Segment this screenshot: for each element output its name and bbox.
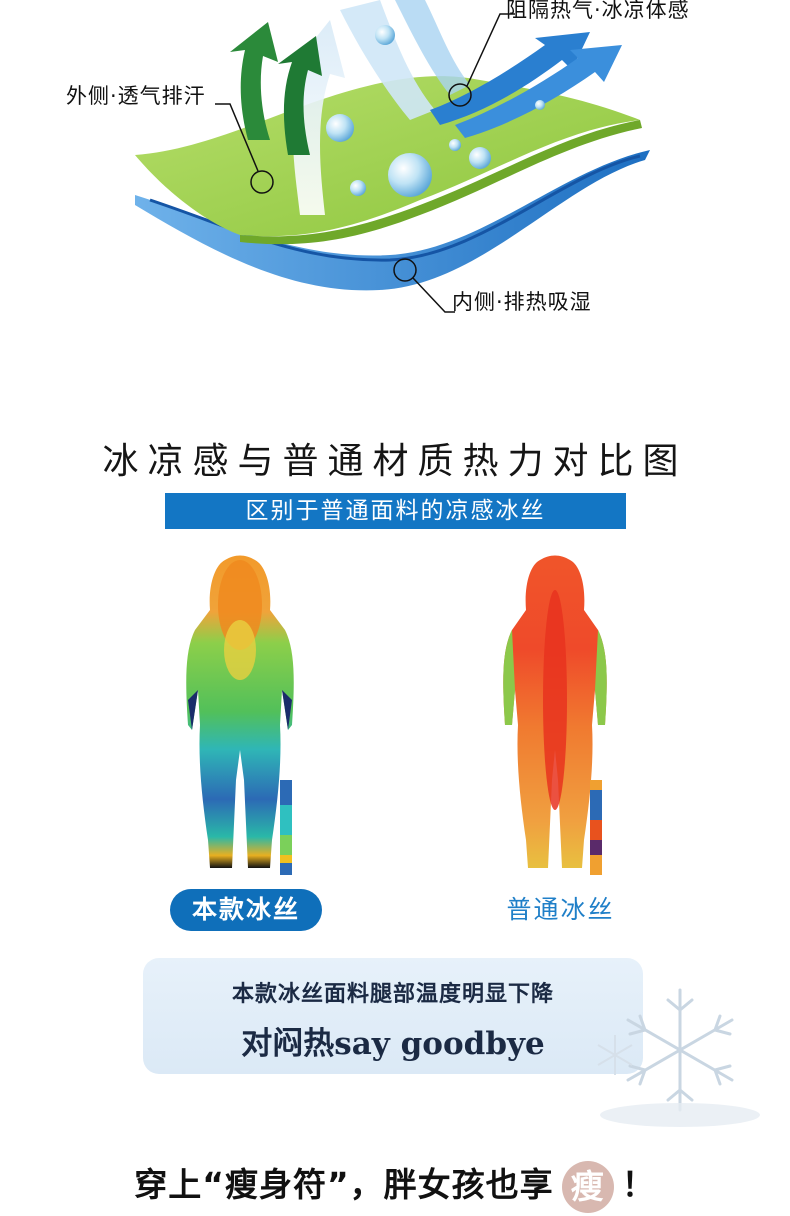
water-drop-icon: [535, 100, 545, 110]
label-this-product: 本款冰丝: [170, 889, 322, 931]
fabric-layer-diagram: [135, 0, 650, 313]
info-box: [143, 958, 643, 1074]
water-drop-icon: [449, 139, 461, 151]
thermal-figure-normal: [503, 555, 607, 875]
comparison-title: 冰凉感与普通材质热力对比图: [102, 441, 688, 482]
comparison-subtitle: 区别于普通面料的凉感冰丝: [165, 493, 626, 529]
snowflake-icon: [597, 988, 760, 1127]
info-line-1: 本款冰丝面料腿部温度明显下降: [231, 981, 554, 1007]
callout-top-right: 阻隔热气·冰凉体感: [506, 0, 690, 22]
water-drop-icon: [388, 153, 432, 197]
footer-text-before: 穿上“瘦身符”，胖女孩也享: [134, 1165, 554, 1204]
blue-arrow-icon: [430, 32, 590, 125]
water-drop-icon: [350, 180, 366, 196]
green-arrow-icon: [230, 22, 278, 140]
outer-fabric-layer: [135, 76, 640, 237]
footer-badge: 瘦: [561, 1160, 614, 1213]
water-drop-icon: [469, 147, 491, 169]
water-drop-icon: [375, 25, 395, 45]
callout-marker: [250, 170, 274, 194]
callout-marker: [393, 258, 417, 282]
callout-left: 外侧·透气排汗: [66, 84, 206, 108]
label-normal-silk: 普通冰丝: [506, 895, 615, 924]
inner-fabric-layer: [135, 150, 650, 291]
thermal-figure-this-product: [186, 555, 294, 875]
water-drop-icon: [326, 114, 354, 142]
green-arrow-icon: [278, 36, 322, 155]
footer-text-after: ！: [621, 1165, 656, 1204]
info-line-2: 对闷热say goodbye: [241, 1026, 545, 1062]
callout-marker: [448, 83, 472, 107]
blue-arrow-icon: [455, 45, 622, 138]
callout-bottom: 内侧·排热吸湿: [452, 290, 592, 314]
footer-slogan: 穿上“瘦身符”，胖女孩也享瘦！: [0, 1158, 790, 1213]
